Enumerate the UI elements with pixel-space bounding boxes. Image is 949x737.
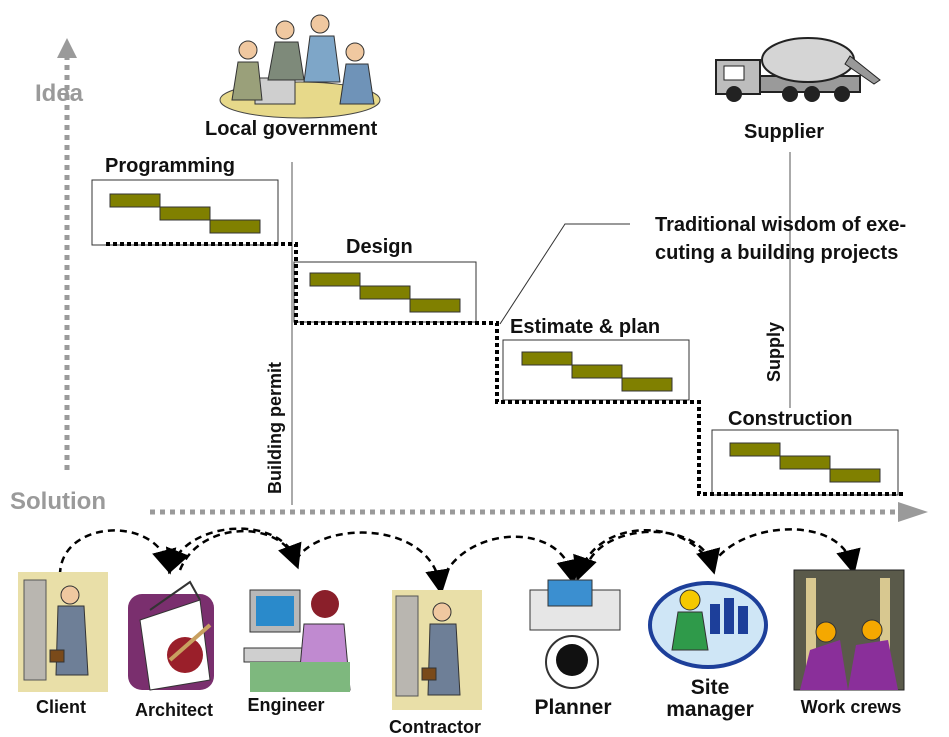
solution-axis-arrow-icon xyxy=(898,502,928,522)
callout-text-line2: cuting a building projects xyxy=(655,242,899,264)
role-label-client: Client xyxy=(35,697,86,717)
drafting-lamp-icon xyxy=(128,580,214,691)
arrow-architect-engineer xyxy=(178,530,302,571)
planner-desk-icon xyxy=(529,579,621,689)
gantt-bar xyxy=(729,442,781,457)
gantt-bar xyxy=(829,468,881,483)
supply-label: Supply xyxy=(764,321,784,382)
phase-label-estimate: Estimate & plan xyxy=(510,316,661,338)
solution-label: Solution xyxy=(10,488,106,515)
callout-line xyxy=(499,223,630,325)
businessman-icon xyxy=(392,590,482,710)
gantt-bar xyxy=(571,364,623,379)
supplier-label: Supplier xyxy=(744,121,825,143)
role-handoff-arrows xyxy=(58,527,861,595)
role-label-engineer: Engineer xyxy=(247,695,325,715)
businessman-icon xyxy=(18,572,108,692)
gantt-bar xyxy=(209,219,261,234)
phase-label-design: Design xyxy=(346,236,413,258)
phase-label-construction: Construction xyxy=(728,408,853,430)
hardhat-worker-icon xyxy=(648,581,768,669)
role-label-planner: Planner xyxy=(534,696,612,719)
design-gantt xyxy=(309,272,461,313)
arrow-contractor-planner xyxy=(438,535,581,586)
arrow-engineer-architect xyxy=(165,527,298,575)
construction-crew-icon xyxy=(793,569,905,691)
arrow-sitemanager-planner xyxy=(573,529,712,582)
phase-label-programming: Programming xyxy=(105,155,236,177)
estimate-gantt xyxy=(521,351,673,392)
callout-text-line1: Traditional wisdom of exe- xyxy=(655,214,907,236)
arrow-client-architect xyxy=(58,529,177,576)
local-government-label: Local government xyxy=(205,118,378,140)
role-label-work-crews: Work crews xyxy=(800,697,902,717)
idea-axis-arrow-icon xyxy=(57,38,77,58)
building-permit-label: Building permit xyxy=(265,362,285,494)
arrow-engineer-contractor xyxy=(294,531,451,595)
gantt-bar xyxy=(779,455,831,470)
gantt-bar xyxy=(359,285,411,300)
gantt-bar xyxy=(521,351,573,366)
gantt-bar xyxy=(309,272,361,287)
role-label-contractor: Contractor xyxy=(388,717,481,737)
arrow-planner-sitemanager xyxy=(583,530,721,575)
gantt-bar xyxy=(159,206,211,221)
gantt-bar xyxy=(621,377,673,392)
gantt-bar xyxy=(109,193,161,208)
concrete-mixer-truck-icon xyxy=(715,37,881,102)
computer-user-icon xyxy=(243,589,351,692)
meeting-people-icon xyxy=(219,14,381,119)
idea-label: Idea xyxy=(35,80,84,107)
programming-gantt xyxy=(109,193,261,234)
gantt-bar xyxy=(409,298,461,313)
staircase-path xyxy=(106,242,905,496)
construction-gantt xyxy=(729,442,881,483)
arrow-sitemanager-workcrews xyxy=(710,528,861,575)
role-label-architect: Architect xyxy=(134,700,214,720)
role-label-site-manager: Site manager xyxy=(666,676,754,722)
